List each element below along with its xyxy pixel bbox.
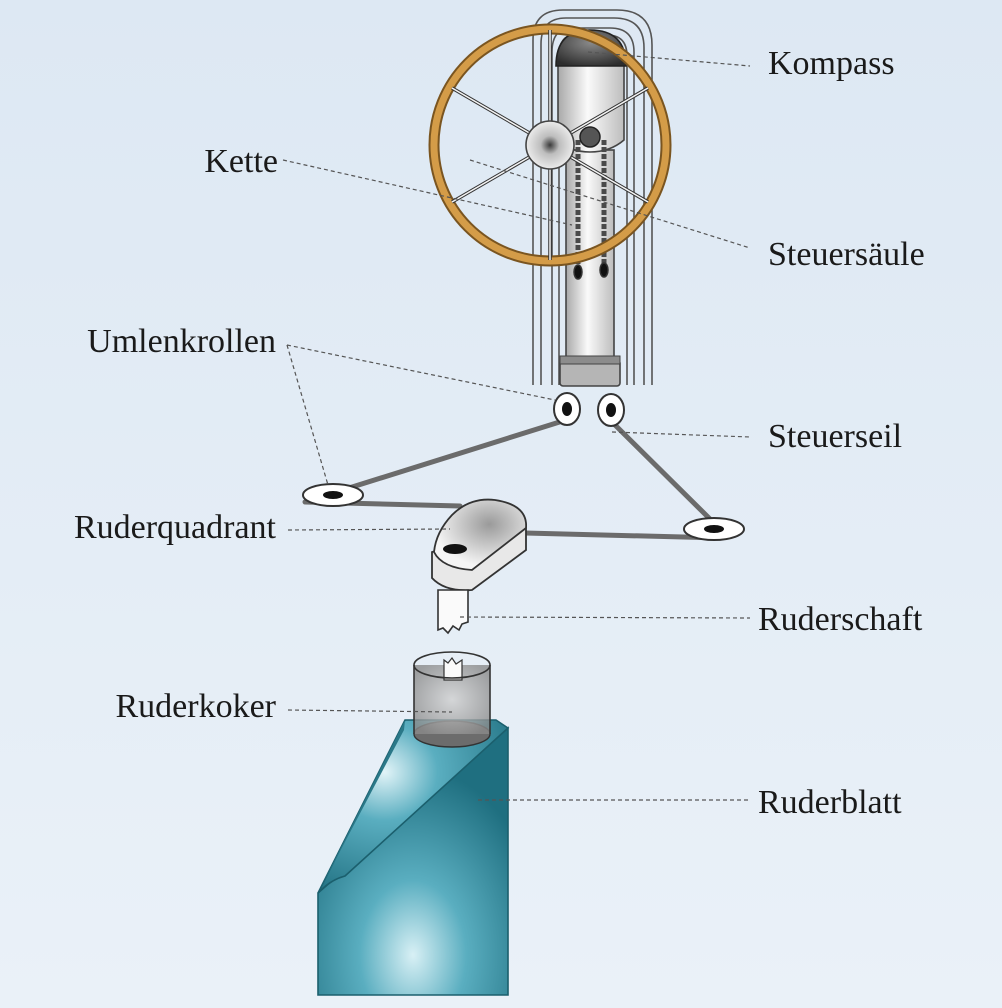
wheel-hub (525, 120, 575, 170)
label-ruderquadrant: Ruderquadrant (74, 509, 277, 546)
label-ruderschaft: Ruderschaft (758, 601, 923, 638)
rudder-stock (437, 589, 469, 635)
label-steuerseil: Steuerseil (768, 418, 902, 455)
rudder-quadrant (431, 498, 527, 592)
outer-sheaves (302, 483, 745, 541)
steering-wheel (428, 23, 672, 267)
label-ruderkoker: Ruderkoker (115, 688, 276, 725)
label-umlenkrollen: Umlenkrollen (87, 323, 276, 360)
rudder-tube (413, 651, 491, 748)
leader-lines (282, 51, 751, 801)
turning-blocks (553, 392, 625, 427)
rudder-blade (317, 719, 510, 996)
label-kompass: Kompass (768, 45, 895, 82)
label-kette: Kette (204, 143, 278, 180)
steering-column (557, 61, 625, 387)
label-steuersaeule: Steuersäule (768, 236, 925, 273)
label-ruderblatt: Ruderblatt (758, 784, 902, 821)
